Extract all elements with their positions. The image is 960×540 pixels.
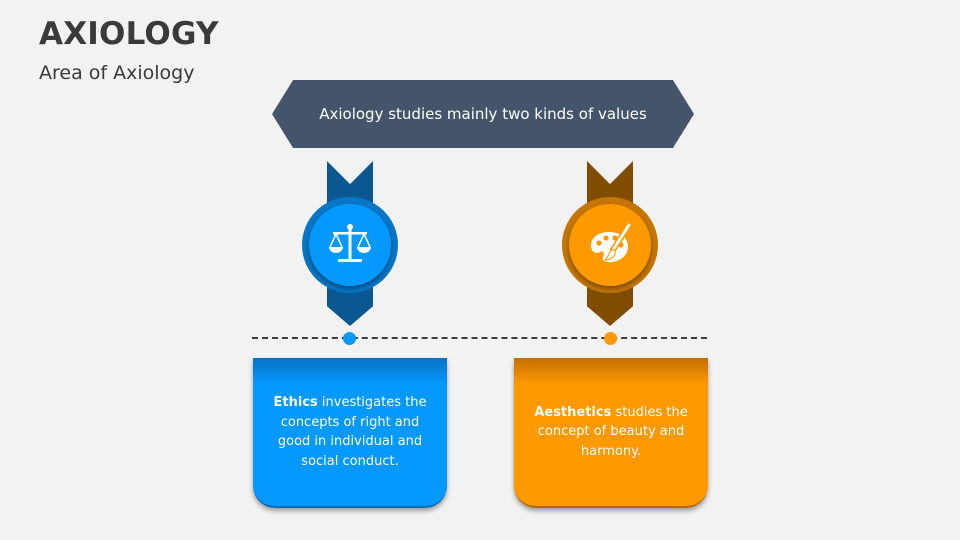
aesthetics-term: Aesthetics [534, 404, 612, 420]
ethics-card: Ethics investigates the concepts of righ… [253, 358, 447, 508]
page-title: AXIOLOGY [39, 16, 219, 52]
page-subtitle: Area of Axiology [39, 62, 195, 84]
ethics-medal [302, 197, 398, 293]
banner-text: Axiology studies mainly two kinds of val… [319, 105, 647, 123]
aesthetics-medal [562, 197, 658, 293]
aesthetics-card: Aesthetics studies the concept of beauty… [514, 358, 708, 508]
ethics-term: Ethics [273, 395, 318, 410]
scales-of-justice-icon [329, 224, 371, 262]
aesthetics-timeline-dot [604, 332, 617, 345]
timeline-line [252, 337, 707, 339]
aesthetics-description: Aesthetics studies the concept of beauty… [534, 404, 688, 459]
paint-palette-icon [590, 222, 632, 263]
ethics-description: Ethics investigates the concepts of righ… [273, 395, 427, 469]
header-banner: Axiology studies mainly two kinds of val… [272, 80, 694, 148]
ethics-timeline-dot [343, 332, 356, 345]
